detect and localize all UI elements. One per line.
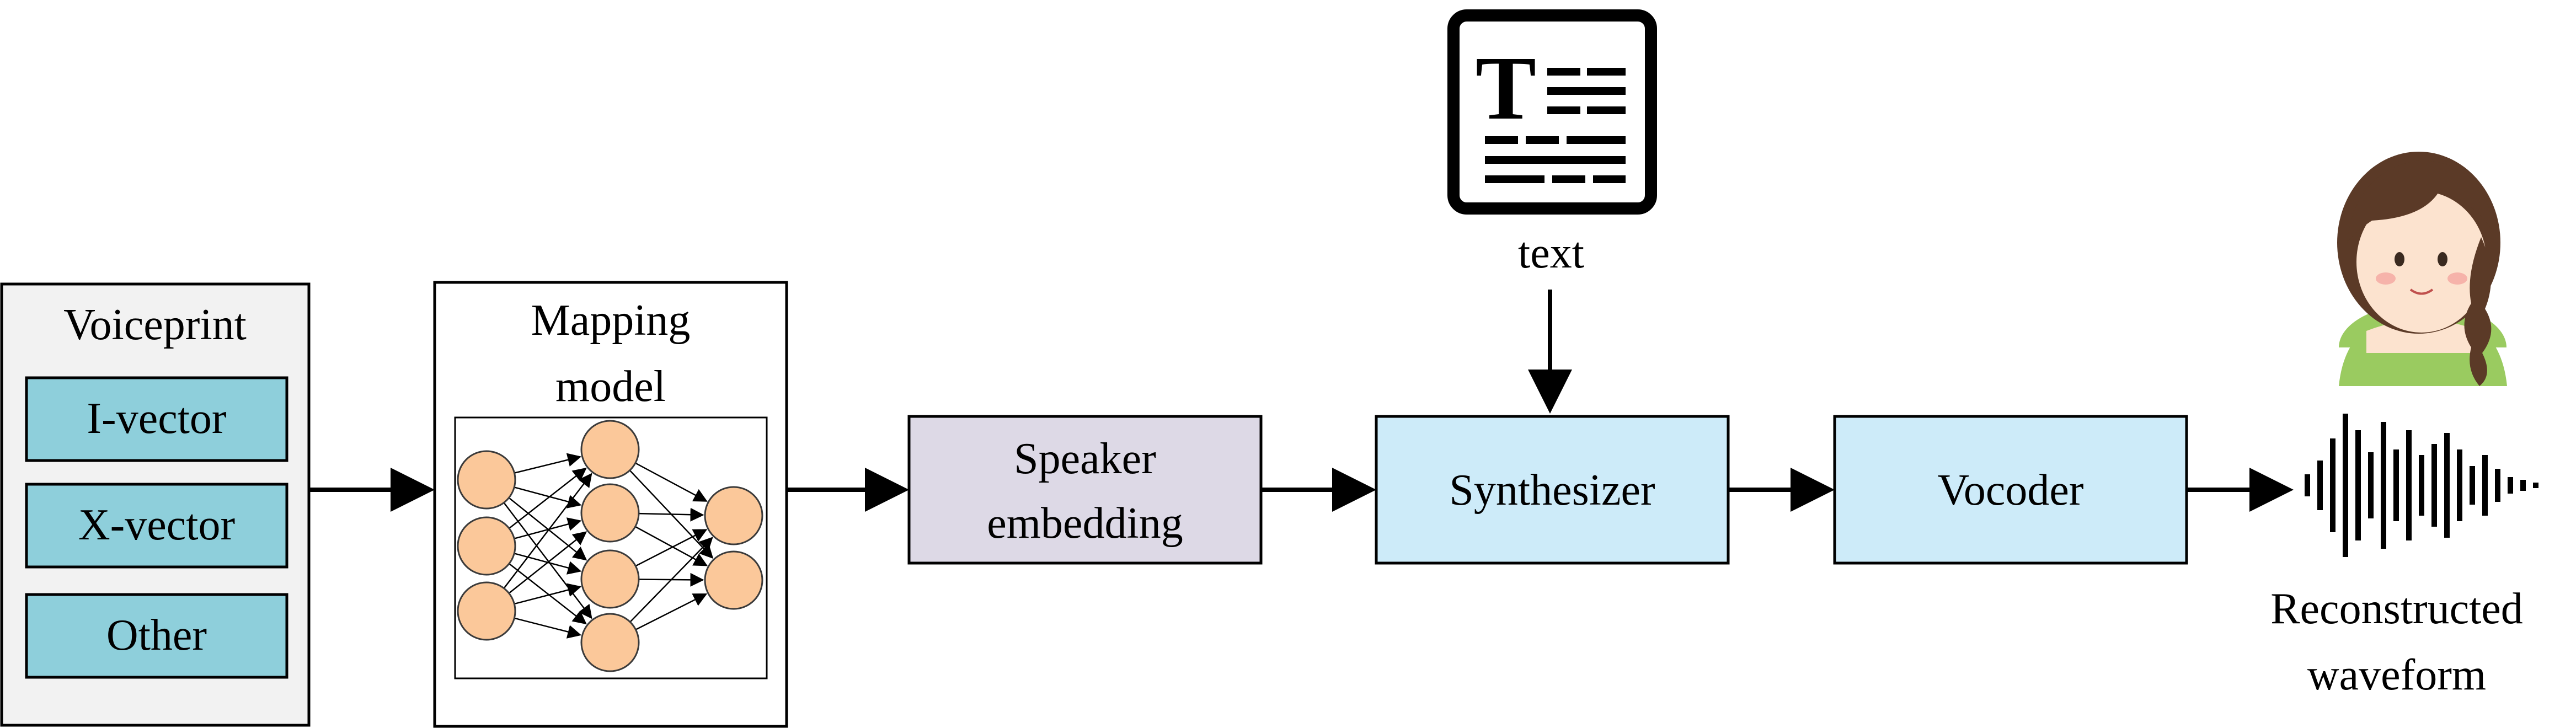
text-document-icon: T [1447,9,1657,215]
waveform-bar [2457,449,2462,521]
text-input-group: T text [1447,9,1657,277]
nn-connection [503,473,592,589]
waveform-bar [2520,480,2526,491]
nn-connection [638,507,704,522]
nn-neuron [704,486,763,545]
speaker-embedding-box [907,415,1263,565]
nn-connection [508,497,587,561]
nn-connection [635,526,708,566]
speaker-embedding-line1: Speaker [1014,435,1156,483]
nn-neuron [704,550,763,610]
nn-neuron [457,581,516,641]
mapping-model-group: Mapping model [433,281,788,728]
nn-neuron [457,450,516,510]
waveform-bar [2431,444,2437,527]
nn-neuron [580,613,640,672]
text-icon-glyph: T [1476,38,1536,138]
nn-connection [514,583,582,605]
other-box [25,593,288,679]
speaker-embedding-line2: embedding [987,499,1183,548]
nn-connection [629,537,713,623]
synthesizer-box [1375,415,1730,565]
waveform-bar [2444,433,2450,538]
vocoder-box [1833,415,2188,565]
neural-network-diagram [457,420,763,672]
nn-connection [509,563,587,625]
waveform-bar [2495,469,2500,502]
waveform-bar [2330,438,2335,532]
synthesizer-label: Synthesizer [1449,466,1655,515]
reconstructed-waveform-line1: Reconstructed [2270,585,2523,633]
nn-connection [514,453,582,474]
voiceprint-group: Voiceprint I-vector X-vector Other [0,282,311,727]
other-label: Other [106,611,207,660]
speaker-avatar-icon [2337,152,2507,392]
waveform-bar [2368,452,2374,518]
nn-connection [508,531,587,594]
waveform-bar [2355,430,2361,540]
nn-connection [514,517,582,539]
text-input-label: text [1518,229,1584,277]
waveform-bar [2381,422,2386,549]
nn-connection [509,467,587,529]
waveform-bar [2317,461,2323,510]
nn-neuron [580,549,640,609]
x-vector-box [25,483,288,569]
waveform-bar [2482,455,2488,516]
waveform-bar [2406,430,2412,540]
waveform-bar [2470,466,2475,505]
x-vector-label: X-vector [78,501,235,549]
waveform-bar [2343,414,2348,557]
speaker-embedding-group: Speaker embedding [907,415,1263,565]
reconstructed-waveform-line2: waveform [2307,651,2486,699]
waveform-bar [2533,483,2538,488]
nn-neuron [580,420,640,479]
waveform-bar [2393,449,2399,521]
waveform-bar [2419,455,2424,516]
nn-connection [635,529,708,567]
mapping-model-title-line2: model [555,362,666,411]
voiceprint-title: Voiceprint [63,301,247,349]
waveform-bar [2508,477,2513,494]
nn-connection [635,593,708,630]
nn-connection [635,462,708,502]
nn-connection [514,617,582,639]
waveform-icon [2305,414,2538,557]
mapping-model-title-line1: Mapping [531,296,691,345]
nn-neuron [457,516,516,576]
vocoder-label: Vocoder [1937,466,2083,515]
waveform-bar [2305,474,2310,496]
i-vector-box [25,376,288,462]
nn-neuron [580,483,640,543]
synthesizer-group: Synthesizer [1375,415,1730,565]
i-vector-label: I-vector [87,394,226,443]
vocoder-group: Vocoder [1833,415,2188,565]
